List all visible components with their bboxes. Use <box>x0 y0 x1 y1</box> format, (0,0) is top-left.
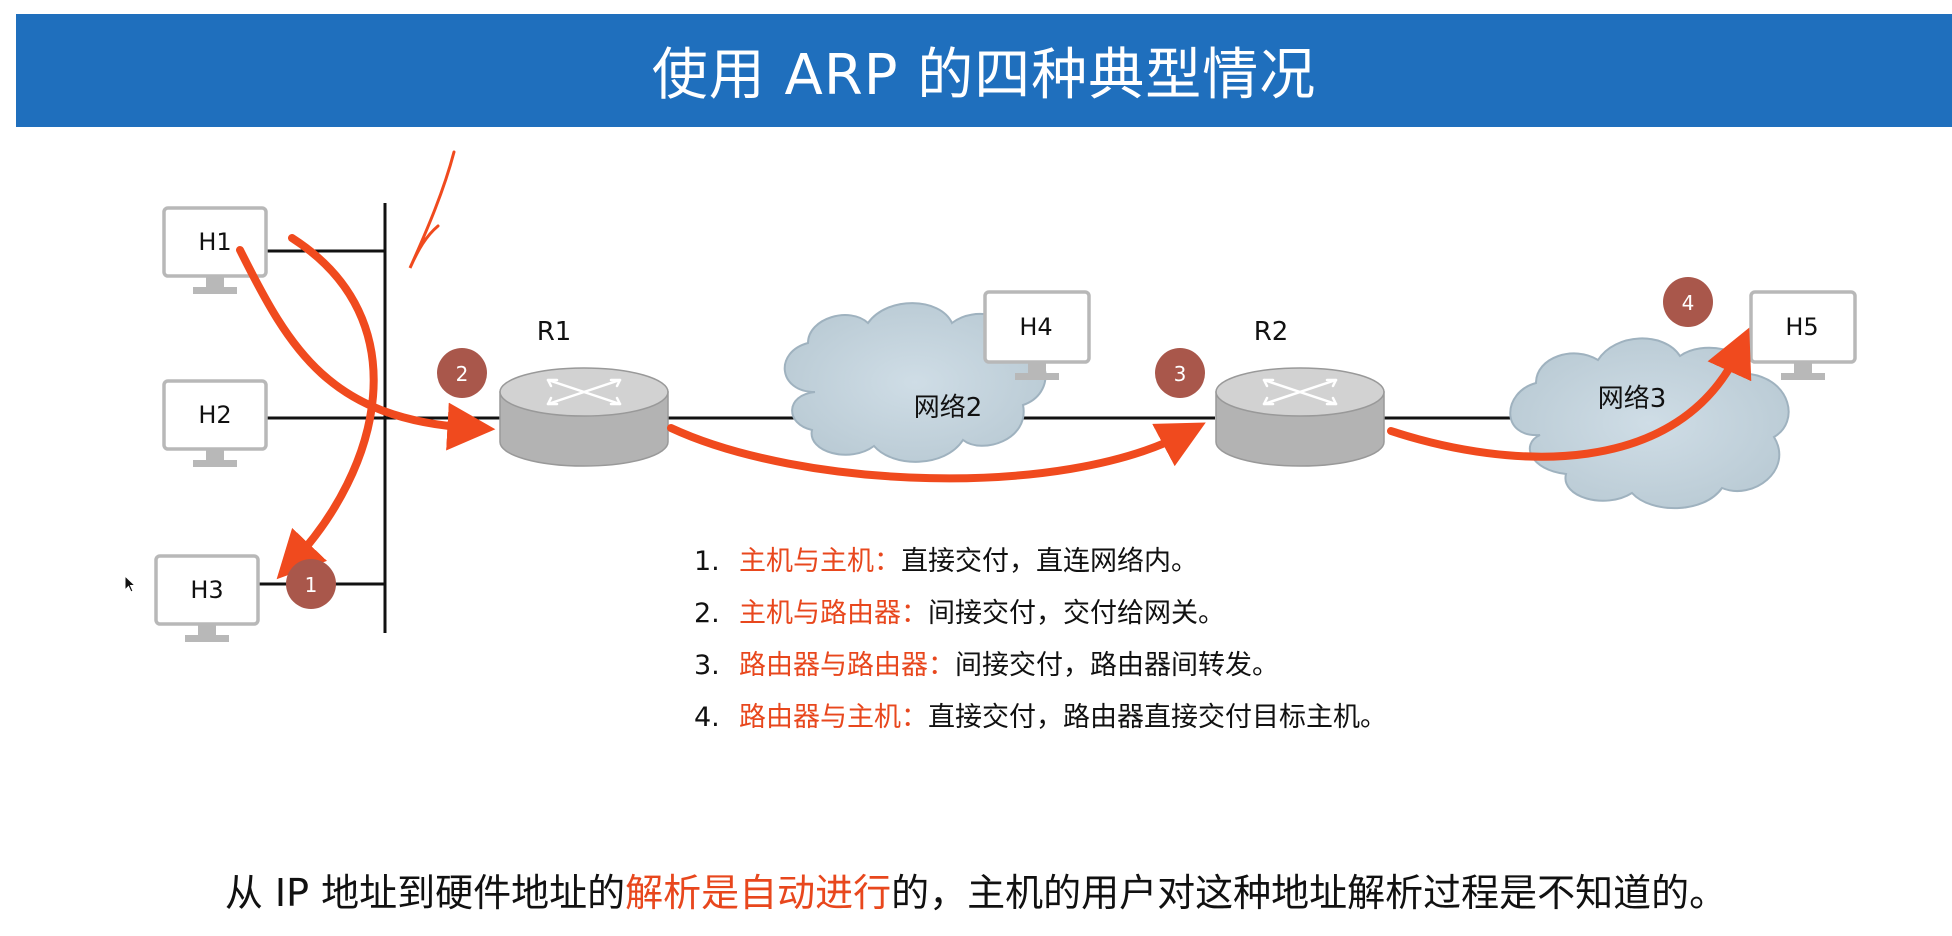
case-label: 主机与路由器： <box>739 598 928 629</box>
computer-monitor-icon: H1 <box>162 206 268 294</box>
cloud-icon <box>1509 337 1790 510</box>
host-h3-label: H3 <box>190 576 223 604</box>
badge-case-3: 3 <box>1155 348 1205 398</box>
case-number: 1. <box>694 546 720 577</box>
case-list: 1. 主机与主机：直接交付，直连网络内。 2. 主机与路由器：间接交付，交付给网关。… <box>694 536 1387 744</box>
case-label: 主机与主机： <box>739 546 901 577</box>
case-item-4: 4. 路由器与主机：直接交付，路由器直接交付目标主机。 <box>694 692 1387 744</box>
network-2-label: 网络2 <box>914 393 983 423</box>
mouse-cursor-icon <box>124 575 137 593</box>
badge-number: 4 <box>1682 291 1695 315</box>
computer-monitor-icon: H4 <box>983 290 1091 380</box>
title-bar: 使用 ARP 的四种典型情况 <box>16 14 1952 127</box>
computer-monitor-icon: H5 <box>1749 290 1857 380</box>
computer-monitor-icon: H3 <box>154 554 260 642</box>
case-desc: 直接交付，路由器直接交付目标主机。 <box>928 702 1387 733</box>
footer-text-post: 的，主机的用户对这种地址解析过程是不知道的。 <box>891 871 1728 915</box>
footer-note: 从 IP 地址到硬件地址的解析是自动进行的，主机的用户对这种地址解析过程是不知道… <box>0 862 1952 917</box>
host-h2-label: H2 <box>198 401 231 429</box>
case-label: 路由器与路由器： <box>739 650 955 681</box>
case-label: 路由器与主机： <box>739 702 928 733</box>
arrow-case-1 <box>276 234 378 580</box>
network-3-label: 网络3 <box>1598 384 1667 414</box>
badge-case-2: 2 <box>437 348 487 398</box>
badge-case-4: 4 <box>1663 277 1713 327</box>
host-h1-label: H1 <box>198 228 231 256</box>
badge-number: 3 <box>1174 362 1187 386</box>
case-item-3: 3. 路由器与路由器：间接交付，路由器间转发。 <box>694 640 1387 692</box>
badge-number: 2 <box>456 362 469 386</box>
footer-text-pre: 从 IP 地址到硬件地址的 <box>224 871 626 915</box>
case-number: 4. <box>694 702 720 733</box>
case-item-1: 1. 主机与主机：直接交付，直连网络内。 <box>694 536 1387 588</box>
case-number: 3. <box>694 650 720 681</box>
case-desc: 直接交付，直连网络内。 <box>901 546 1198 577</box>
badge-case-1: 1 <box>286 559 336 609</box>
host-h5-label: H5 <box>1785 313 1818 341</box>
router-r1-label: R1 <box>537 317 572 347</box>
router-icon <box>1215 367 1385 467</box>
arrow-case-4 <box>1387 327 1752 461</box>
arrow-case-2 <box>236 246 496 451</box>
badge-number: 1 <box>305 573 318 597</box>
footer-text-highlight: 解析是自动进行 <box>625 871 892 915</box>
arrow-case-3 <box>667 422 1206 483</box>
case-desc: 间接交付，路由器间转发。 <box>955 650 1279 681</box>
router-r2-label: R2 <box>1254 317 1289 347</box>
router-icon <box>499 367 669 467</box>
computer-monitor-icon: H2 <box>162 379 268 467</box>
page-title: 使用 ARP 的四种典型情况 <box>651 43 1317 108</box>
case-number: 2. <box>694 598 720 629</box>
case-item-2: 2. 主机与路由器：间接交付，交付给网关。 <box>694 588 1387 640</box>
host-h4-label: H4 <box>1019 313 1052 341</box>
pen-annotation-stroke <box>408 150 456 269</box>
case-desc: 间接交付，交付给网关。 <box>928 598 1225 629</box>
